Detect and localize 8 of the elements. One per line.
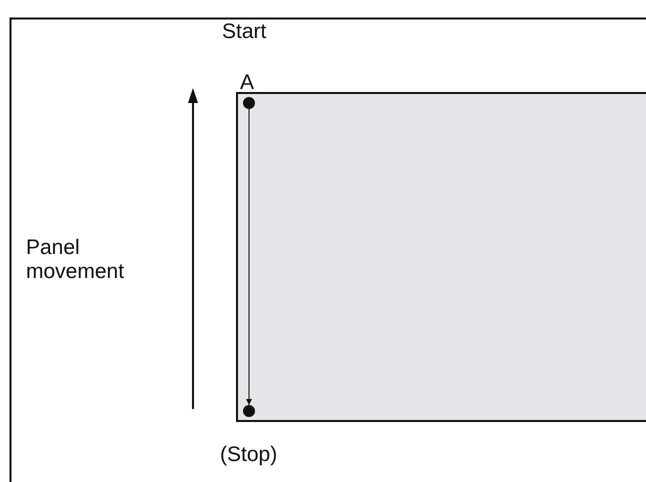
panel bbox=[236, 92, 646, 422]
point-label: A bbox=[240, 71, 254, 95]
text-label: Start bbox=[222, 20, 266, 44]
arrow bbox=[246, 108, 252, 406]
text-label: Panel movement bbox=[26, 236, 126, 284]
point-marker bbox=[243, 405, 255, 417]
point-marker bbox=[243, 97, 255, 109]
text-label: (Stop) bbox=[220, 443, 278, 467]
